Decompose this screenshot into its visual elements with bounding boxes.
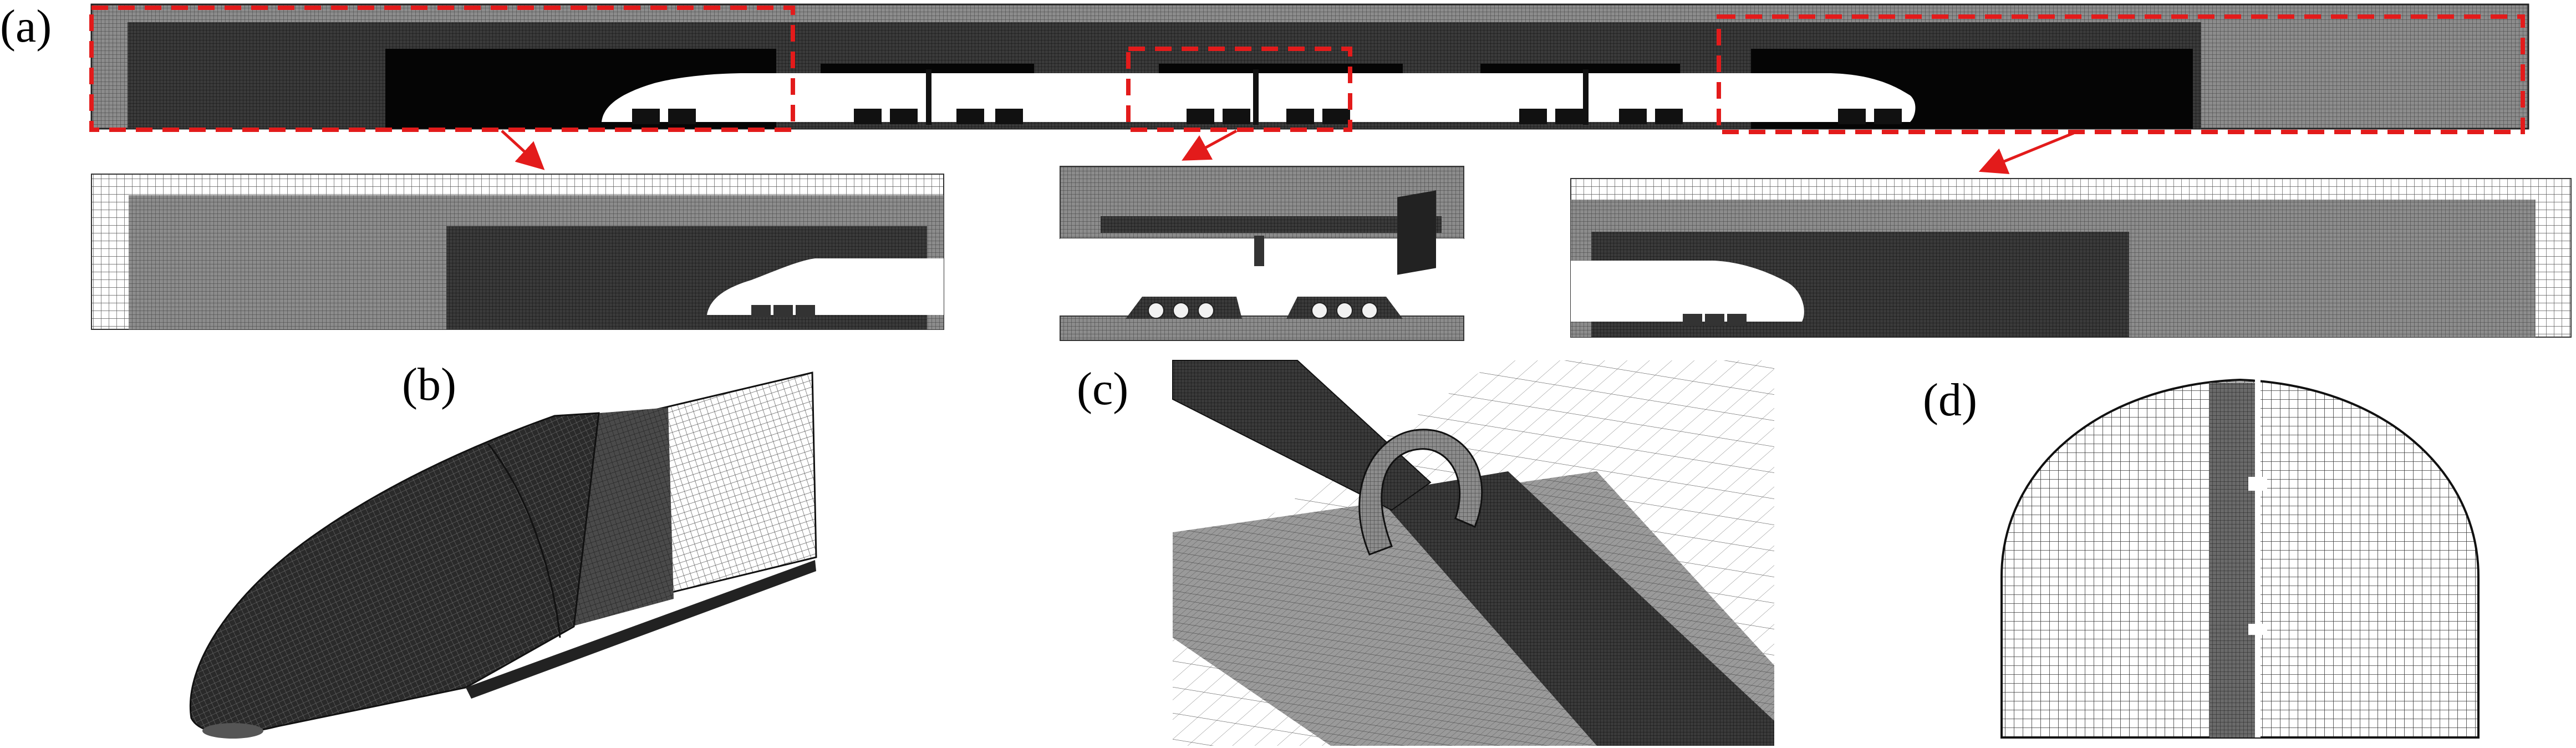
zoom-left-mesh	[91, 174, 944, 330]
nose-tip-detail	[202, 723, 263, 739]
panel-b-nose-mesh	[190, 372, 817, 739]
arrow-to-zoom-center	[1182, 129, 1238, 161]
bogie-row-a	[632, 109, 1902, 124]
panel-d-cross-section	[2000, 378, 2480, 739]
cross-section-dense-core	[2210, 383, 2257, 737]
zoom-center-bogie-region	[1126, 297, 1403, 319]
highlight-box-left	[89, 6, 795, 132]
inter-car-gaps	[926, 69, 1589, 125]
nose-underbody	[466, 560, 816, 699]
nose-cap-mesh	[190, 412, 600, 734]
zoom-center-bottom	[1060, 316, 1464, 341]
zoom-right-bogies	[1683, 314, 1747, 326]
portal-opening	[1397, 190, 1436, 275]
tunnel-portal-arch	[1358, 429, 1483, 556]
panel-label-d: (d)	[1923, 374, 1977, 426]
panel-label-c: (c)	[1077, 363, 1129, 415]
zoom-left-train-nose	[707, 258, 944, 315]
highlight-box-center	[1126, 47, 1352, 132]
zoom-left-bogies	[751, 305, 815, 317]
arrow-to-zoom-left	[501, 130, 545, 170]
panel-label-b: (b)	[402, 359, 456, 410]
roof-strip-3	[1480, 64, 1680, 74]
roof-strip-1	[821, 64, 1034, 74]
zoom-center-wheels	[1148, 302, 1378, 319]
zoom-center-mesh	[1060, 166, 1464, 341]
arrow-to-zoom-right	[1978, 131, 2074, 175]
cross-section-slot-upper	[2248, 477, 2267, 491]
track-dense-band	[1375, 471, 1774, 746]
panel-a-domain-mesh	[89, 3, 2529, 175]
nose-window-seam	[487, 443, 561, 638]
roof-strip-2	[1159, 64, 1403, 74]
highlight-box-right	[1717, 14, 2525, 134]
zoom-right-train-tail	[1571, 261, 1804, 322]
zoom-center-top-car-ends	[1101, 216, 1442, 233]
cross-section-slot-lower	[2248, 624, 2267, 635]
zoom-center-connector	[1254, 236, 1264, 266]
panel-c-portal-mesh	[1172, 190, 1774, 746]
zoom-right-mesh	[1570, 178, 2572, 338]
panel-label-a: (a)	[0, 1, 52, 52]
